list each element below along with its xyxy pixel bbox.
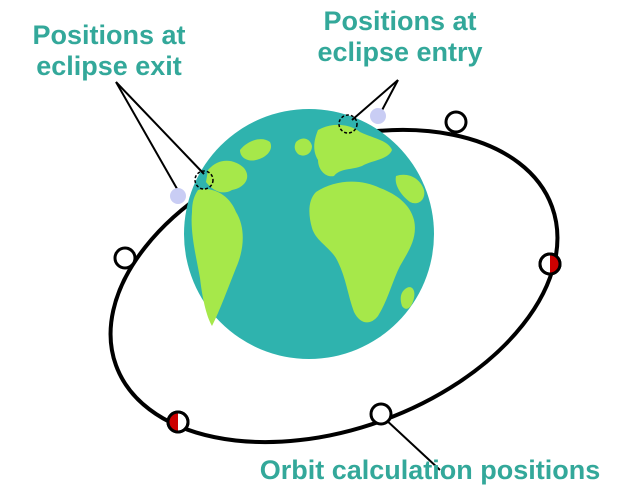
label-eclipse-entry-line1: Positions at xyxy=(294,6,506,37)
orbit-position-marker-red xyxy=(168,412,188,432)
earth-globe-icon xyxy=(184,109,434,359)
label-eclipse-exit-line1: Positions at xyxy=(0,20,218,51)
label-eclipse-exit: Positions at eclipse exit xyxy=(0,20,218,82)
label-eclipse-entry: Positions at eclipse entry xyxy=(294,6,506,68)
label-orbit-calculation-text: Orbit calculation positions xyxy=(230,455,630,486)
entry-pointer-line-2 xyxy=(380,80,398,114)
label-eclipse-entry-line2: eclipse entry xyxy=(294,37,506,68)
orbit-position-marker xyxy=(371,404,391,424)
orbit-position-marker-red xyxy=(540,254,560,274)
orbit-position-marker xyxy=(446,112,466,132)
orbit-position-marker xyxy=(115,248,135,268)
eclipse-entry-point-2 xyxy=(370,108,386,124)
label-eclipse-exit-line2: eclipse exit xyxy=(0,51,218,82)
label-orbit-calculation: Orbit calculation positions xyxy=(230,455,630,486)
eclipse-exit-point-1 xyxy=(170,188,186,204)
